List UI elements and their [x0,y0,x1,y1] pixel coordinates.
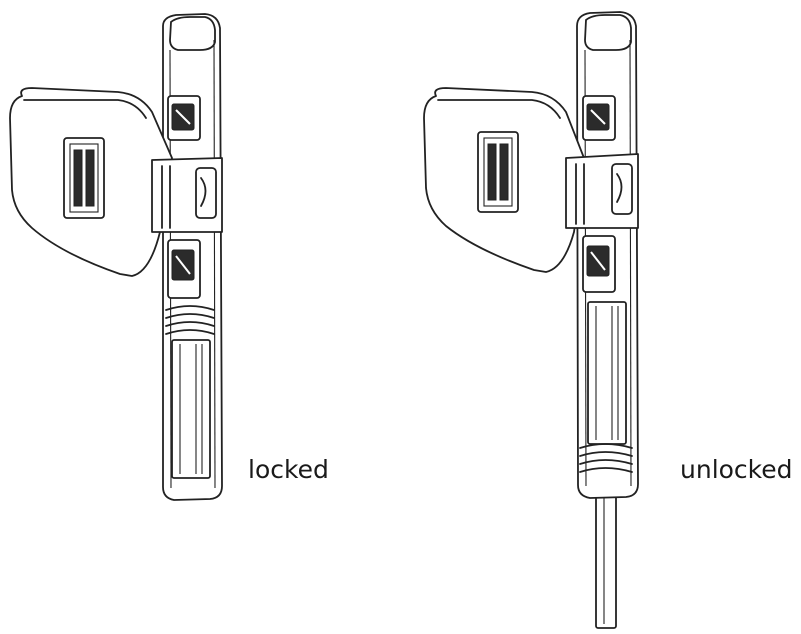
locked-spring [165,305,215,335]
unlocked-caption: unlocked [680,455,793,484]
unlocked-bolt [595,475,617,629]
unlocked-spring [579,443,633,473]
unlocked-lock-illustration [423,11,639,629]
locked-caption: locked [248,455,329,484]
locked-lock-illustration [9,13,223,501]
